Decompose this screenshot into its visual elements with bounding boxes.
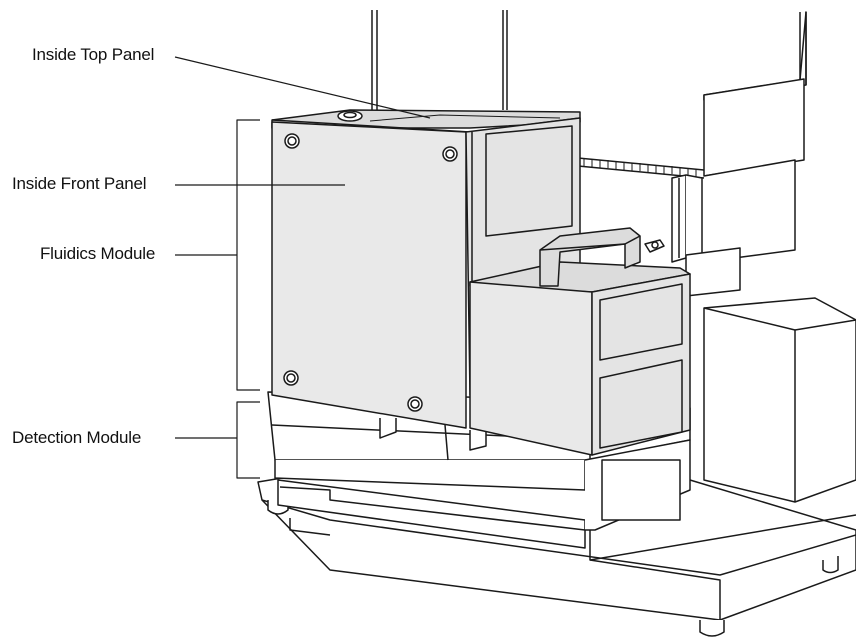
inside-front-panel-label: Inside Front Panel: [12, 174, 147, 193]
callout-lines: [174, 56, 431, 479]
side-door-panel: [703, 11, 807, 263]
rear-housing: [685, 247, 856, 503]
vertical-post: [671, 174, 703, 263]
reservoir-box: [469, 227, 691, 456]
support-rods: [371, 10, 508, 116]
detection-module-label: Detection Module: [12, 428, 142, 447]
inside-top-panel-label: Inside Top Panel: [32, 45, 155, 64]
fluidics-module-label: Fluidics Module: [40, 244, 156, 263]
